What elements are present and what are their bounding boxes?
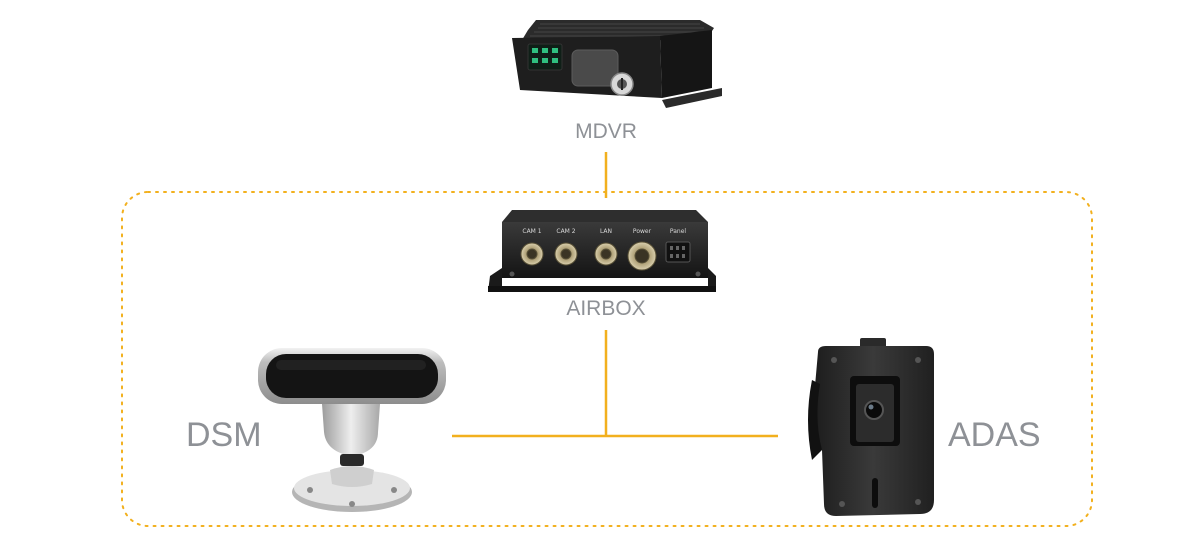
port-label-cam1: CAM 1 (522, 228, 541, 235)
airbox-label: AIRBOX (566, 297, 645, 320)
dsm-device-image (258, 348, 446, 512)
connector-lines (452, 152, 778, 438)
port-label-cam2: CAM 2 (556, 228, 575, 235)
adas-device-image (808, 338, 934, 516)
port-label-lan: LAN (600, 228, 612, 235)
port-label-panel: Panel (670, 228, 687, 235)
mdvr-label: MDVR (575, 120, 637, 143)
mdvr-device-image (512, 20, 722, 108)
adas-label: ADAS (948, 416, 1041, 454)
port-label-power: Power (633, 228, 652, 235)
dsm-label: DSM (186, 416, 262, 454)
airbox-device-image: CAM 1 CAM 2 LAN Power Panel (488, 210, 716, 292)
airbox-ports (520, 241, 657, 271)
